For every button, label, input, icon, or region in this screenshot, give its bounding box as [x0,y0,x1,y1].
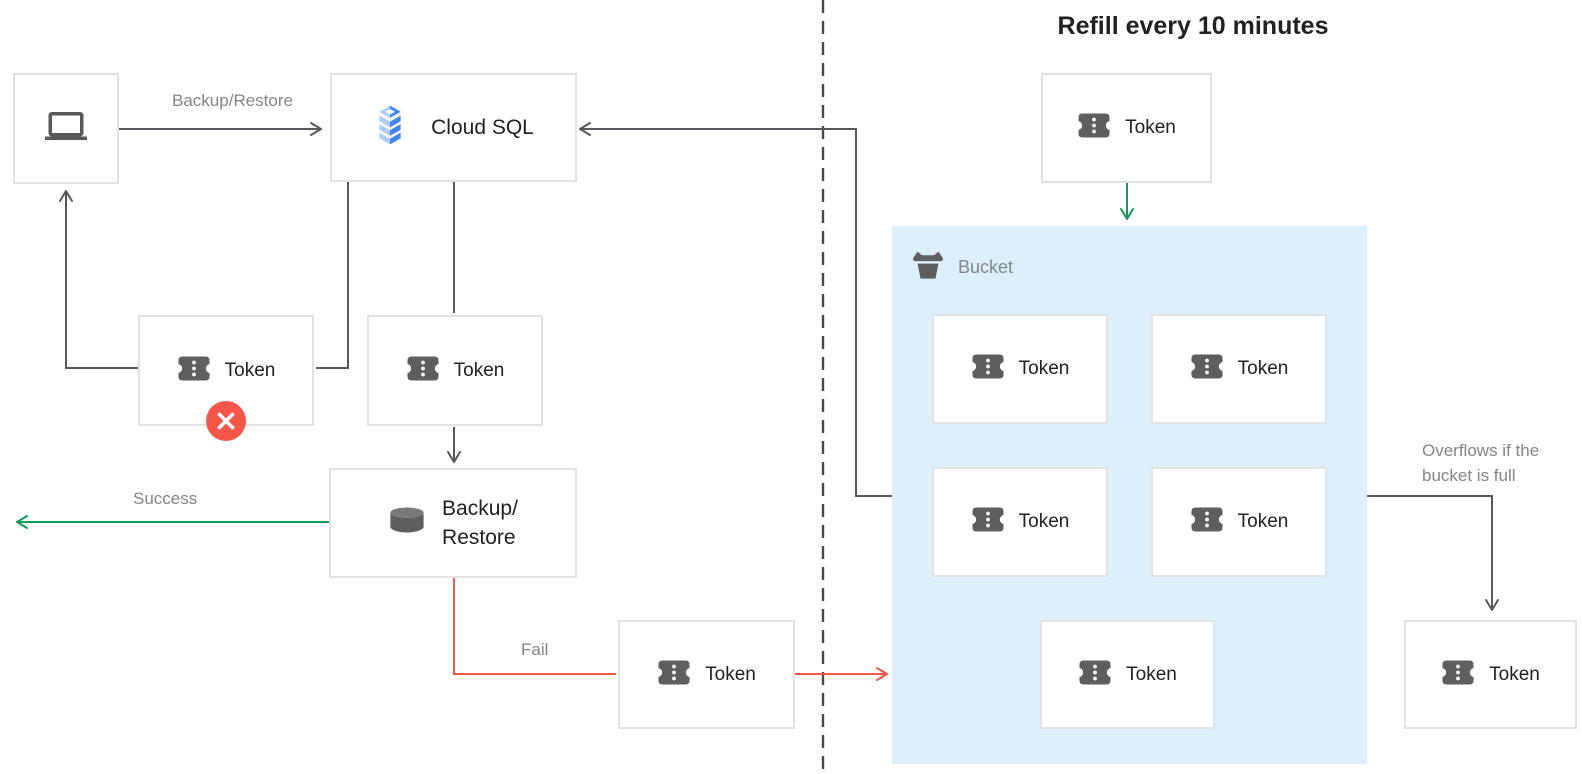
edge-token-queued-to-client [59,190,138,369]
token-icon [177,355,211,387]
database-icon [388,507,426,539]
token-label: Token [1018,358,1070,379]
edge-label-success: Success [133,489,198,508]
edge-fail-to-token [453,578,616,675]
node-token-bucket-2: Token [1151,314,1327,424]
token-label: Token [1018,511,1070,532]
laptop-icon [45,105,87,152]
edge-label-backup-restore: Backup/Restore [172,91,293,110]
token-icon [1190,353,1224,385]
edge-label-overflow: Overflows if the bucket is full [1422,441,1540,485]
token-icon [1441,659,1475,691]
node-token-bucket-3: Token [932,467,1108,577]
token-label: Token [1489,663,1540,685]
bucket-label-text: Bucket [958,256,1014,277]
page-title: Refill every 10 minutes [1057,12,1329,40]
token-label: Token [705,663,756,685]
bucket-label: Bucket [911,249,1013,285]
token-icon [971,506,1005,538]
token-icon [406,355,440,387]
node-token-refill: Token [1041,73,1212,183]
cloud-sql-label: Cloud SQL [431,115,534,139]
edge-label-fail: Fail [521,640,549,659]
edge-cloudsql-to-token-queued [316,182,349,369]
node-token-bucket-1: Token [932,314,1108,424]
node-token-active: Token [367,315,543,426]
edge-bucket-overflow [1367,495,1499,611]
token-label: Token [453,359,505,381]
node-token-failed: Token [618,620,795,729]
node-token-bucket-5: Token [1040,620,1215,729]
node-token-overflow: Token [1404,620,1577,729]
backup-line1: Backup/ [442,497,518,520]
backup-restore-label: Backup/ Restore [442,494,518,552]
token-label: Token [224,359,276,381]
token-label: Token [1237,511,1289,532]
token-icon [971,353,1005,385]
node-token-queued: Token [138,315,314,441]
node-cloud-sql: Cloud SQL [330,73,577,182]
token-icon [1078,659,1112,691]
token-icon [657,659,691,691]
edge-bucket-to-cloudsql [579,122,892,497]
node-backup-restore: Backup/ Restore [329,468,577,578]
token-label: Token [1125,117,1176,138]
token-label: Token [1237,358,1289,379]
error-x-icon [206,401,246,441]
bucket-icon [911,249,945,285]
node-token-bucket-4: Token [1151,467,1327,577]
backup-line2: Restore [442,526,516,549]
token-icon [1077,112,1111,144]
token-icon [1190,506,1224,538]
cloud-sql-icon [373,104,407,152]
token-label: Token [1126,663,1177,685]
node-client [13,73,119,184]
